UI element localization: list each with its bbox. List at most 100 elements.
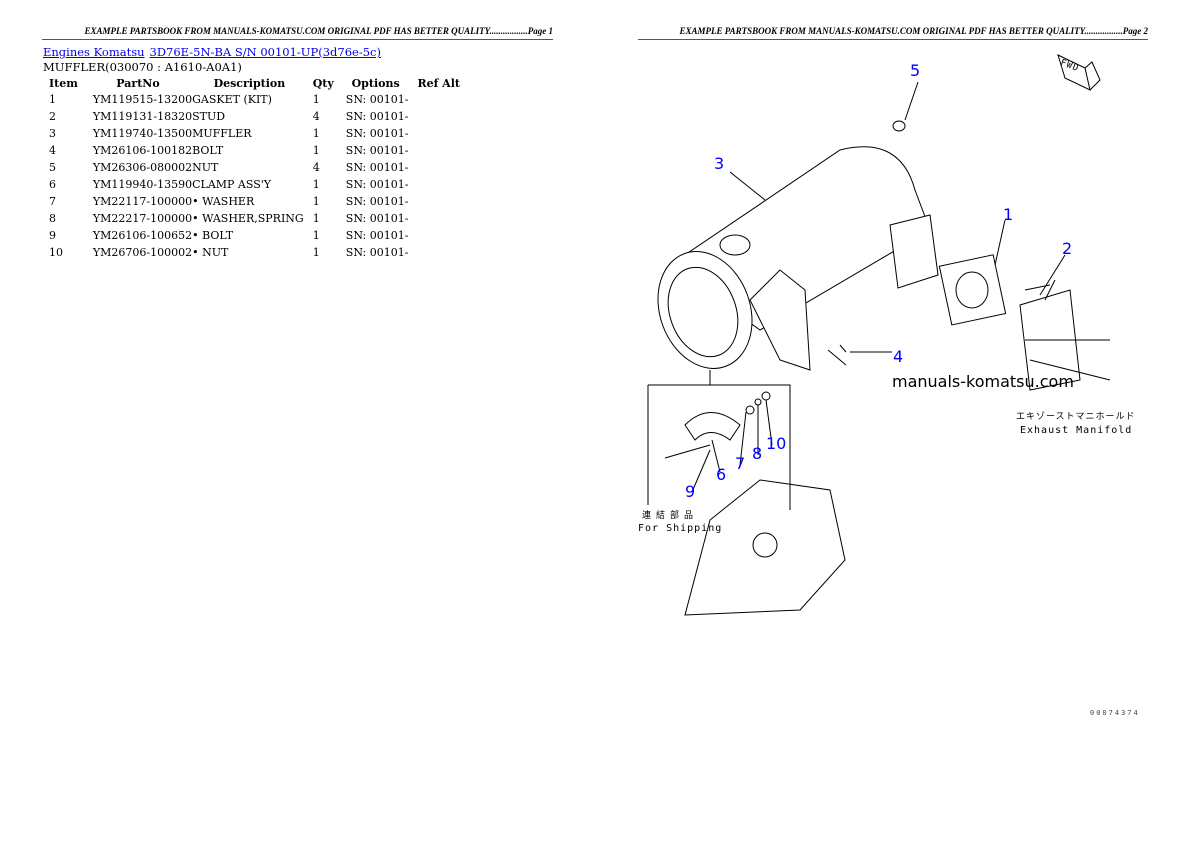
drawing-number: 00074374 [1090, 709, 1140, 717]
table-cell: • WASHER [192, 194, 255, 208]
table-cell: STUD [192, 109, 226, 123]
table-cell: YM26106-100182 [92, 143, 193, 157]
table-row: 10 YM26706-100002• NUT 1 SN: 00101- [43, 245, 466, 262]
table-cell: GASKET (KIT) [192, 92, 272, 106]
leader-lines [691, 81, 1066, 493]
page-header-2: EXAMPLE PARTSBOOK FROM MANUALS-KOMATSU.C… [638, 26, 1148, 40]
table-cell: 1 [312, 228, 320, 242]
table-cell: 4 [312, 109, 320, 123]
table-cell: 10 [49, 245, 63, 259]
callout-5: 5 [910, 61, 921, 80]
column-header: Ref Alt [417, 77, 460, 90]
table-cell: YM119940-13590 [92, 177, 193, 191]
table-cell: • BOLT [192, 228, 234, 242]
table-cell [411, 160, 466, 177]
table-cell: 2 [49, 109, 56, 123]
table-row: 9 YM26106-100652• BOLT 1 SN: 00101- [43, 228, 466, 245]
column-header: Item [49, 77, 78, 90]
table-cell: 8 [49, 211, 56, 225]
table-cell: YM119131-18320 [92, 109, 193, 123]
table-cell: YM22217-100000 [92, 211, 193, 225]
column-header: Options [351, 77, 400, 90]
callout-3: 3 [714, 154, 725, 173]
callout-9: 9 [685, 482, 696, 501]
table-cell: SN: 00101- [345, 143, 409, 157]
callout-8: 8 [752, 444, 763, 463]
table-cell: 1 [312, 177, 320, 191]
shipping-label-jp: 連結部品 [642, 511, 699, 521]
parts-table: Item PartNo Description Qty Options Ref Alt 1… [43, 76, 466, 262]
table-cell [411, 109, 466, 126]
table-cell: SN: 00101- [345, 245, 409, 259]
table-cell: CLAMP ASS'Y [192, 177, 272, 191]
section-title: MUFFLER(030070 : A1610-A0A1) [43, 60, 242, 74]
column-header: Description [213, 77, 286, 90]
breadcrumb: Engines Komatsu 3D76E-5N-BA S/N 00101-UP(… [43, 45, 386, 59]
table-cell: 4 [49, 143, 56, 157]
column-header: Qty [312, 77, 334, 90]
table-cell: YM26706-100002 [92, 245, 193, 259]
table-cell: YM26306-080002 [92, 160, 193, 174]
table-cell: SN: 00101- [345, 126, 409, 140]
table-cell: 1 [312, 92, 320, 106]
callout-1: 1 [1003, 205, 1014, 224]
table-cell: YM119740-13500 [92, 126, 193, 140]
table-cell: 7 [49, 194, 56, 208]
exhaust-label-jp: エキゾーストマニホールド [1016, 412, 1136, 422]
table-cell [411, 245, 466, 262]
table-cell: SN: 00101- [345, 92, 409, 106]
table-cell: NUT [192, 160, 219, 174]
table-cell: 1 [312, 245, 320, 259]
table-cell [411, 211, 466, 228]
shipping-label-en: For Shipping [638, 523, 723, 534]
table-cell: BOLT [192, 143, 224, 157]
table-cell: SN: 00101- [345, 109, 409, 123]
table-cell [411, 92, 466, 109]
table-cell [411, 143, 466, 160]
exhaust-label-en: Exhaust Manifold [1020, 425, 1133, 436]
table-cell: • NUT [192, 245, 229, 259]
table-cell: 1 [312, 211, 320, 225]
callout-7: 7 [735, 454, 746, 473]
breadcrumb-link-engines[interactable]: Engines Komatsu [43, 45, 145, 59]
page-header-1: EXAMPLE PARTSBOOK FROM MANUALS-KOMATSU.C… [42, 26, 553, 40]
callout-6: 6 [716, 465, 727, 484]
table-cell: YM26106-100652 [92, 228, 193, 242]
table-cell: 3 [49, 126, 56, 140]
table-cell: YM119515-13200 [92, 92, 193, 106]
table-cell [411, 177, 466, 194]
parts-diagram [647, 54, 1111, 616]
table-row: 7 YM22117-100000• WASHER 1 SN: 00101- [43, 194, 466, 211]
table-cell: SN: 00101- [345, 160, 409, 174]
muffler-drawing [647, 120, 1111, 616]
table-cell: 9 [49, 228, 56, 242]
fwd-sign [1057, 54, 1101, 91]
table-cell: SN: 00101- [345, 228, 409, 242]
callout-2: 2 [1062, 239, 1073, 258]
table-cell: 6 [49, 177, 56, 191]
column-header: PartNo [116, 77, 160, 90]
table-cell: 5 [49, 160, 56, 174]
table-cell: 1 [312, 194, 320, 208]
watermark: manuals-komatsu.com [892, 372, 1074, 391]
table-cell: YM22117-100000 [92, 194, 193, 208]
table-cell: SN: 00101- [345, 194, 409, 208]
table-cell: 1 [49, 92, 56, 106]
callout-10: 10 [766, 434, 787, 453]
table-cell: SN: 00101- [345, 211, 409, 225]
breadcrumb-link-model[interactable]: 3D76E-5N-BA S/N 00101-UP(3d76e-5c) [149, 45, 381, 59]
callout-4: 4 [893, 347, 904, 366]
table-cell: MUFFLER [192, 126, 252, 140]
table-row: 8 YM22217-100000• WASHER,SPRING 1 SN: 00101… [43, 211, 466, 228]
table-cell: 1 [312, 126, 320, 140]
table-cell [411, 228, 466, 245]
table-cell: 1 [312, 143, 320, 157]
table-cell: • WASHER,SPRING [192, 211, 304, 225]
table-cell [411, 126, 466, 143]
